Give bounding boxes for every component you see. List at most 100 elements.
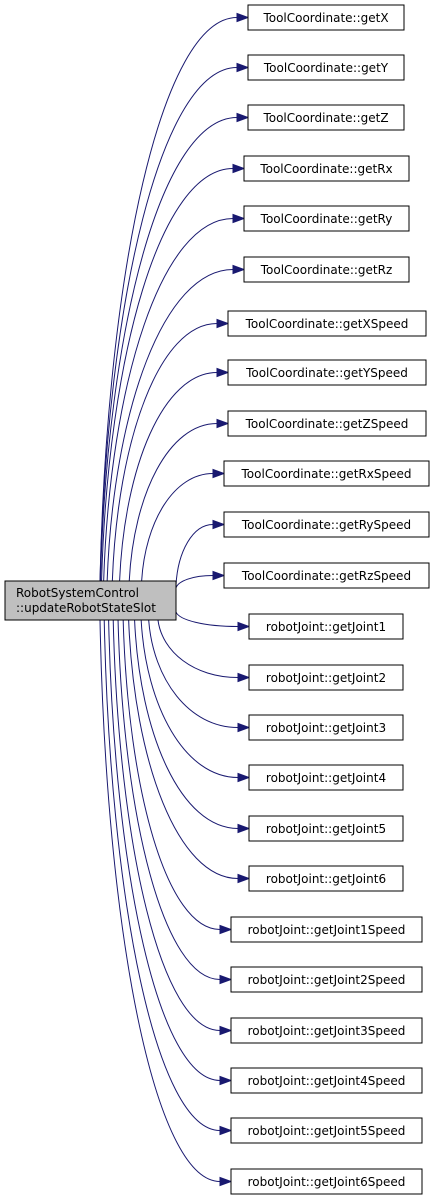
callee-label: ToolCoordinate::getZ — [262, 111, 388, 125]
callee-node-toolcoordinate-getz[interactable]: ToolCoordinate::getZ — [247, 104, 405, 131]
edge-to-toolcoordinate-getry — [103, 218, 234, 582]
callee-label: robotJoint::getJoint3Speed — [248, 1024, 406, 1038]
edge-to-toolcoordinate-getrx — [101, 168, 234, 582]
callee-label: ToolCoordinate::getRySpeed — [241, 518, 411, 532]
callee-node-box — [243, 155, 410, 182]
edge-to-toolcoordinate-getxspeed — [111, 323, 218, 582]
arrowhead-icon — [236, 62, 250, 73]
callee-node-robotjoint-getjoint6[interactable]: robotJoint::getJoint6 — [248, 865, 404, 892]
callee-label: robotJoint::getJoint2Speed — [248, 973, 406, 987]
edge-to-robotjoint-getjoint2speed — [117, 619, 221, 980]
arrowhead-icon — [232, 163, 246, 174]
callee-node-robotjoint-getjoint3[interactable]: robotJoint::getJoint3 — [248, 714, 404, 741]
arrowhead-icon — [219, 924, 233, 935]
arrowhead-icon — [237, 621, 251, 632]
callee-node-box — [230, 1168, 423, 1195]
callee-node-box — [223, 562, 430, 589]
callee-node-box — [243, 205, 410, 232]
callee-node-toolcoordinate-getrxspeed[interactable]: ToolCoordinate::getRxSpeed — [223, 460, 430, 487]
arrowhead-icon — [216, 318, 230, 329]
callee-node-robotjoint-getjoint1speed[interactable]: robotJoint::getJoint1Speed — [230, 916, 423, 943]
callee-node-toolcoordinate-getrzspeed[interactable]: ToolCoordinate::getRzSpeed — [223, 562, 430, 589]
edge-to-robotjoint-getjoint6 — [128, 619, 239, 879]
edge-to-toolcoordinate-getyspeed — [119, 372, 218, 582]
callee-label: robotJoint::getJoint1Speed — [248, 923, 406, 937]
arrowhead-icon — [232, 213, 246, 224]
callee-node-robotjoint-getjoint2speed[interactable]: robotJoint::getJoint2Speed — [230, 966, 423, 993]
callee-node-box — [230, 966, 423, 993]
callee-node-box — [247, 4, 405, 31]
edge-to-robotjoint-getjoint4speed — [108, 619, 221, 1081]
callee-node-box — [247, 104, 405, 131]
callee-node-robotjoint-getjoint3speed[interactable]: robotJoint::getJoint3Speed — [230, 1017, 423, 1044]
callee-node-box — [248, 865, 404, 892]
callee-label: robotJoint::getJoint2 — [266, 671, 386, 685]
callee-node-toolcoordinate-getryspeed[interactable]: ToolCoordinate::getRySpeed — [223, 511, 430, 538]
callee-label: ToolCoordinate::getRxSpeed — [241, 467, 412, 481]
callee-node-robotjoint-getjoint2[interactable]: robotJoint::getJoint2 — [248, 664, 404, 691]
callee-node-box — [243, 256, 410, 283]
edge-to-robotjoint-getjoint2 — [157, 619, 239, 678]
callee-label: ToolCoordinate::getRy — [260, 212, 393, 226]
edge-to-toolcoordinate-getrzspeed — [175, 575, 214, 589]
callee-node-box — [223, 460, 430, 487]
arrowhead-icon — [212, 519, 226, 530]
callee-node-toolcoordinate-gety[interactable]: ToolCoordinate::getY — [247, 54, 405, 81]
callee-label: ToolCoordinate::getYSpeed — [245, 366, 408, 380]
callee-node-toolcoordinate-getrz[interactable]: ToolCoordinate::getRz — [243, 256, 410, 283]
edge-to-toolcoordinate-getx — [99, 17, 238, 582]
arrowhead-icon — [212, 468, 226, 479]
callee-node-toolcoordinate-getrx[interactable]: ToolCoordinate::getRx — [243, 155, 410, 182]
callee-label: ToolCoordinate::getY — [263, 61, 389, 75]
callee-node-toolcoordinate-getxspeed[interactable]: ToolCoordinate::getXSpeed — [227, 310, 427, 337]
callee-node-box — [230, 1117, 423, 1144]
callee-label: robotJoint::getJoint4Speed — [248, 1074, 406, 1088]
callee-node-toolcoordinate-getzspeed[interactable]: ToolCoordinate::getZSpeed — [227, 410, 427, 437]
callee-node-box — [227, 310, 427, 337]
arrowhead-icon — [219, 1125, 233, 1136]
callee-label: ToolCoordinate::getRx — [259, 162, 392, 176]
callee-node-box — [230, 916, 423, 943]
arrowhead-icon — [237, 722, 251, 733]
callee-label: robotJoint::getJoint5 — [266, 822, 386, 836]
callee-label: robotJoint::getJoint5Speed — [248, 1124, 406, 1138]
arrowhead-icon — [219, 974, 233, 985]
call-edges — [99, 12, 251, 1187]
arrowhead-icon — [219, 1075, 233, 1086]
caller-name-line1: RobotSystemControl — [16, 586, 139, 600]
callee-label: robotJoint::getJoint6Speed — [248, 1175, 406, 1189]
callee-node-box — [248, 764, 404, 791]
callee-node-robotjoint-getjoint1[interactable]: robotJoint::getJoint1 — [248, 613, 404, 640]
arrowhead-icon — [237, 873, 251, 884]
arrowhead-icon — [237, 772, 251, 783]
callee-label: ToolCoordinate::getX — [262, 11, 388, 25]
callee-node-box — [248, 714, 404, 741]
callee-node-robotjoint-getjoint5speed[interactable]: robotJoint::getJoint5Speed — [230, 1117, 423, 1144]
callee-node-toolcoordinate-getry[interactable]: ToolCoordinate::getRy — [243, 205, 410, 232]
callee-node-toolcoordinate-getx[interactable]: ToolCoordinate::getX — [247, 4, 405, 31]
callee-node-robotjoint-getjoint5[interactable]: robotJoint::getJoint5 — [248, 815, 404, 842]
callee-node-box — [230, 1017, 423, 1044]
callee-label: robotJoint::getJoint4 — [266, 771, 386, 785]
callee-label: ToolCoordinate::getRzSpeed — [241, 569, 411, 583]
callee-node-robotjoint-getjoint6speed[interactable]: robotJoint::getJoint6Speed — [230, 1168, 423, 1195]
edge-to-toolcoordinate-getryspeed — [175, 524, 214, 586]
caller-node[interactable]: RobotSystemControl ::updateRobotStateSlo… — [4, 580, 177, 621]
arrowhead-icon — [219, 1176, 233, 1187]
callee-node-toolcoordinate-getyspeed[interactable]: ToolCoordinate::getYSpeed — [227, 359, 427, 386]
callee-node-robotjoint-getjoint4speed[interactable]: robotJoint::getJoint4Speed — [230, 1067, 423, 1094]
callee-label: robotJoint::getJoint1 — [266, 620, 386, 634]
callee-node-box — [227, 410, 427, 437]
callee-node-box — [230, 1067, 423, 1094]
callee-label: robotJoint::getJoint3 — [266, 721, 386, 735]
callee-node-box — [247, 54, 405, 81]
edge-to-toolcoordinate-getrz — [106, 269, 234, 582]
arrowhead-icon — [236, 12, 250, 23]
arrowhead-icon — [236, 112, 250, 123]
arrowhead-icon — [237, 672, 251, 683]
callee-node-robotjoint-getjoint4[interactable]: robotJoint::getJoint4 — [248, 764, 404, 791]
edge-to-robotjoint-getjoint5 — [134, 619, 239, 829]
edge-to-toolcoordinate-gety — [99, 67, 238, 582]
callee-label: ToolCoordinate::getZSpeed — [245, 417, 409, 431]
